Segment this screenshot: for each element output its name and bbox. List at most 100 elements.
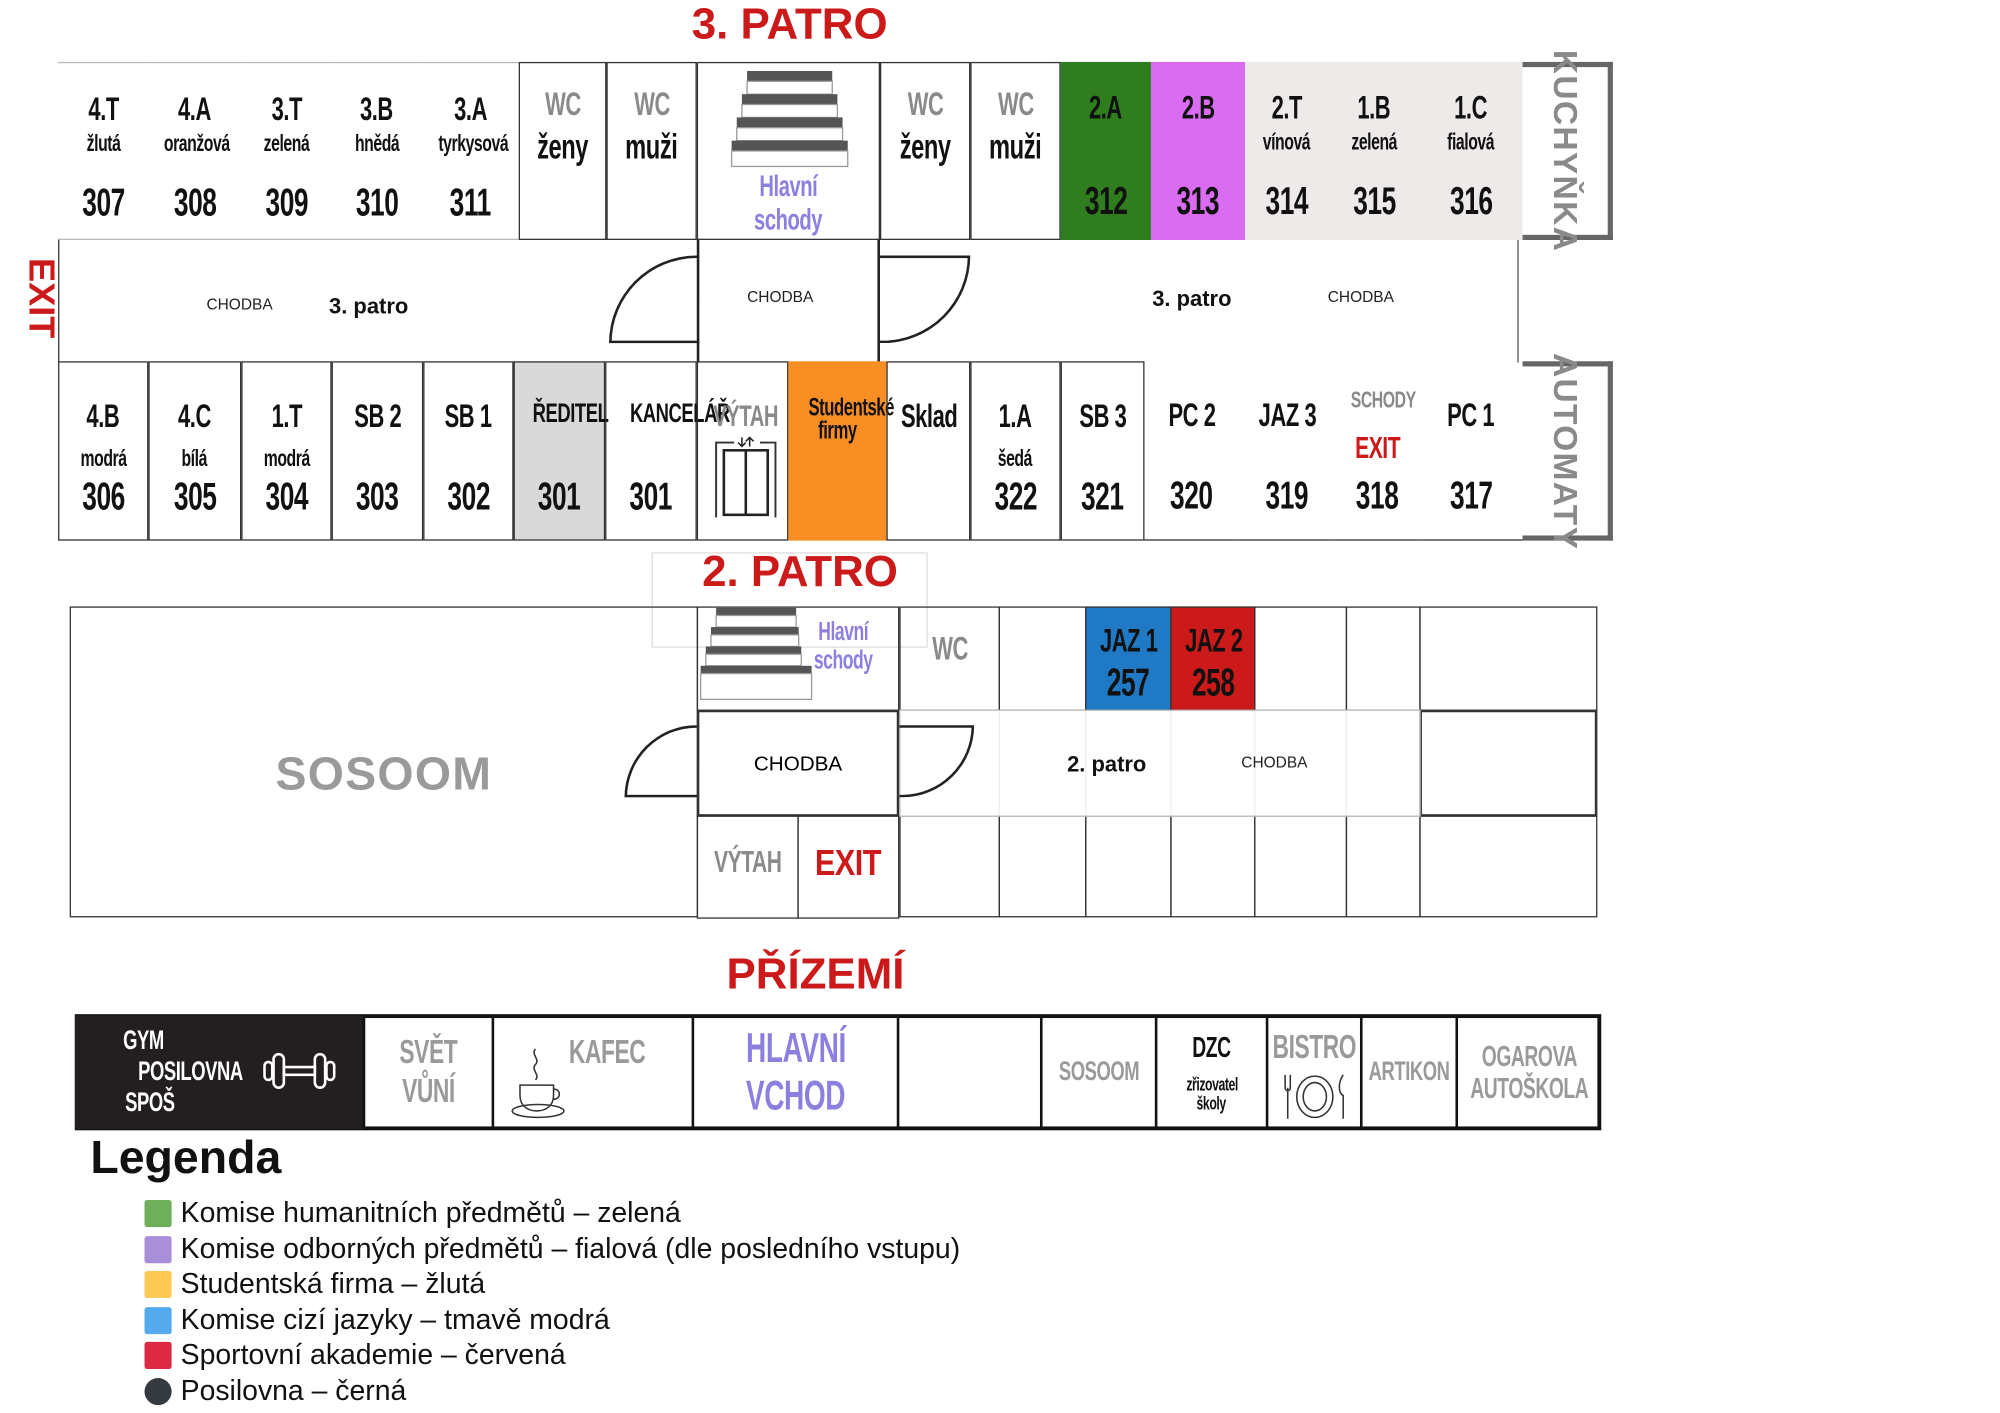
room-code: 3.T — [271, 91, 302, 128]
room-code: WC — [997, 86, 1034, 123]
legend-label: Sportovní akademie – červená — [180, 1338, 566, 1371]
floor2-corridor — [899, 709, 1421, 817]
wc-label: WC — [931, 630, 968, 668]
ground-room-7: BISTRO — [1268, 1015, 1363, 1130]
room-number: 319 — [1265, 474, 1309, 518]
ground-label: OGAROVA — [1482, 1039, 1578, 1072]
room-number: 304 — [265, 476, 308, 519]
room-number: 320 — [1170, 474, 1213, 518]
divider — [1254, 710, 1256, 816]
room-number: 317 — [1449, 474, 1493, 518]
room-code: WC — [544, 86, 581, 123]
floor-label: 3. patro — [329, 294, 409, 319]
legend-swatch — [144, 1377, 172, 1405]
legend-swatch — [144, 1341, 172, 1370]
room-code: SB 2 — [353, 398, 401, 435]
stairs-label: Hlavní — [818, 618, 869, 647]
room-code: PC 1 — [1447, 397, 1495, 434]
ground-room-2: KAFEC — [494, 1015, 695, 1130]
room-sub: zelená — [263, 130, 310, 157]
legend-label: Komise humanitních předmětů – zelená — [180, 1196, 681, 1229]
room-code: WC — [907, 86, 943, 123]
room-number: 305 — [173, 476, 217, 519]
room-code: 3.B — [360, 91, 394, 128]
room-code: 2.B — [1181, 90, 1215, 127]
room-floor2 — [1419, 815, 1598, 918]
room-code: JAZ 2 — [1185, 623, 1243, 660]
room-výtah: VÝTAH — [696, 361, 789, 541]
corridor-label: CHODBA — [206, 295, 273, 314]
corridor-label: CHODBA — [1327, 287, 1394, 306]
ground-label: SOSOOM — [1058, 1056, 1140, 1087]
room-number: 316 — [1449, 180, 1493, 224]
room-code: 4.A — [178, 91, 212, 128]
room-code: WC — [633, 86, 670, 123]
room-code: 1.A — [999, 398, 1032, 435]
floor2-title: 2. PATRO — [702, 547, 898, 597]
room-floor2 — [899, 815, 1000, 918]
floor-label: 3. patro — [1152, 286, 1232, 311]
room-floor2 — [1419, 606, 1598, 711]
ground-room-5: SOSOOM — [1043, 1015, 1158, 1130]
room-number: 301 — [629, 476, 673, 519]
exit: EXIT — [797, 815, 900, 919]
firm-label: Studentské — [808, 394, 894, 422]
stairs-sub: schody — [813, 646, 873, 675]
room-number: 311 — [449, 181, 492, 225]
legend-swatch — [144, 1235, 172, 1263]
room-floor2 — [1085, 815, 1172, 918]
vending-label: AUTOMATY — [1546, 352, 1586, 550]
ground-label: VŮNÍ — [402, 1070, 455, 1110]
room-sub: zelená — [1351, 129, 1397, 155]
room-number: 301 — [538, 476, 581, 519]
corridor-center: CHODBA — [696, 709, 900, 817]
room-floor2 — [1170, 815, 1256, 918]
room-number: 308 — [173, 181, 217, 225]
room-floor2 — [1254, 606, 1348, 711]
room-code: 1.T — [271, 398, 302, 435]
exit-left-label: EXIT — [21, 258, 62, 339]
corridor-label: CHODBA — [1241, 753, 1308, 772]
firm-sub: firmy — [818, 418, 857, 446]
divider — [1170, 710, 1172, 816]
room-sub: fialová — [1447, 129, 1495, 155]
stairs-label: Hlavní — [759, 169, 818, 203]
room-sub: vínová — [1263, 129, 1311, 155]
corridor-label: CHODBA — [753, 753, 843, 776]
ground-room-4 — [899, 1015, 1043, 1130]
ground-label: VCHOD — [745, 1072, 846, 1119]
room-number: 258 — [1191, 661, 1235, 705]
elevator-label: VÝTAH — [713, 398, 778, 433]
room-code: 2.A — [1089, 90, 1123, 127]
kitchen-label: KUCHYŇKA — [1546, 49, 1586, 253]
ground-label: HLAVNÍ — [745, 1024, 846, 1072]
divider — [1345, 710, 1348, 816]
room-floor2: WC — [899, 606, 1000, 711]
room-sub: žlutá — [86, 130, 121, 157]
